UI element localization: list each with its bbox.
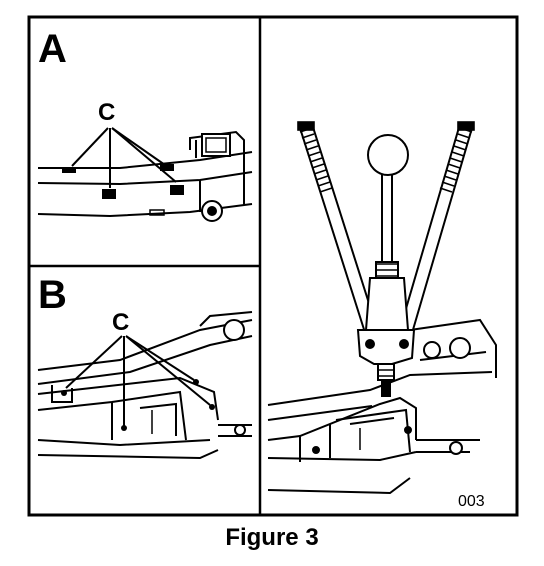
figure-code: 003	[458, 493, 485, 510]
panel-a-round-fitting	[201, 200, 223, 222]
right-panel-frame-structure	[267, 318, 497, 495]
panel-a-callout: C	[98, 99, 115, 126]
figure-caption: Figure 3	[225, 524, 319, 551]
panel-b: B C	[37, 273, 253, 460]
panel-b-letter: B	[38, 273, 67, 317]
right-panel-riveter: 003	[267, 121, 497, 510]
figure-illustration: A C	[27, 15, 519, 517]
panel-a-letter: A	[38, 27, 67, 71]
panel-a-holes	[62, 164, 184, 216]
riveter-knob	[367, 134, 409, 176]
panel-b-frame-structure	[37, 311, 253, 460]
panel-a-frame-bar	[37, 130, 253, 218]
panel-a: A C	[37, 27, 253, 222]
riveter-head	[356, 261, 416, 397]
panel-b-holes	[61, 379, 215, 431]
riveter-center-lever	[367, 134, 409, 279]
panel-b-callout: C	[112, 309, 129, 336]
riveter-handle-grips	[297, 121, 475, 193]
panel-a-leader-lines	[71, 127, 177, 188]
